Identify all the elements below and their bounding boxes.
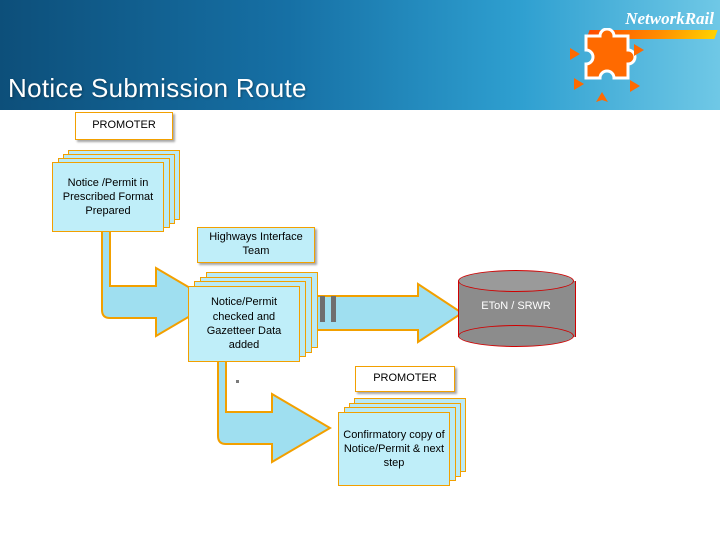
puzzle-piece-icon	[556, 27, 648, 106]
node-promoter-2-label: PROMOTER	[373, 372, 437, 385]
node-eton-srwr: EToN / SRWR	[458, 270, 576, 348]
node-notice-checked: Notice/Permit checked and Gazetteer Data…	[188, 272, 318, 362]
node-notice-prepared: Notice /Permit in Prescribed Format Prep…	[52, 150, 180, 232]
arrow-3	[217, 359, 332, 464]
network-rail-logo: NetworkRail	[550, 0, 720, 46]
node-confirmatory-copy: Confirmatory copy of Notice/Permit & nex…	[338, 398, 466, 486]
cylinder-bottom	[458, 325, 574, 347]
node-highways-interface-team-label: Highways Interface Team	[209, 231, 303, 257]
node-promoter-1: PROMOTER	[75, 112, 173, 140]
page-header: NetworkRail Notice Submission Route	[0, 0, 720, 110]
node-eton-srwr-label: EToN / SRWR	[481, 300, 551, 312]
arrow-1	[101, 227, 216, 338]
node-notice-prepared-label: Notice /Permit in Prescribed Format Prep…	[52, 162, 164, 232]
arrow-2	[311, 282, 464, 344]
node-confirmatory-copy-label: Confirmatory copy of Notice/Permit & nex…	[338, 412, 450, 486]
node-notice-checked-label: Notice/Permit checked and Gazetteer Data…	[188, 286, 300, 362]
arrow-2-tick-right	[331, 296, 336, 322]
logo-text: NetworkRail	[625, 9, 714, 28]
page-title: Notice Submission Route	[8, 73, 307, 104]
arrow-2-tick-left	[320, 296, 325, 322]
cylinder-top	[458, 270, 574, 292]
node-highways-interface-team: Highways Interface Team	[197, 227, 315, 263]
node-promoter-1-label: PROMOTER	[92, 119, 156, 132]
node-promoter-2: PROMOTER	[355, 366, 455, 392]
small-dot-marker	[236, 380, 239, 383]
